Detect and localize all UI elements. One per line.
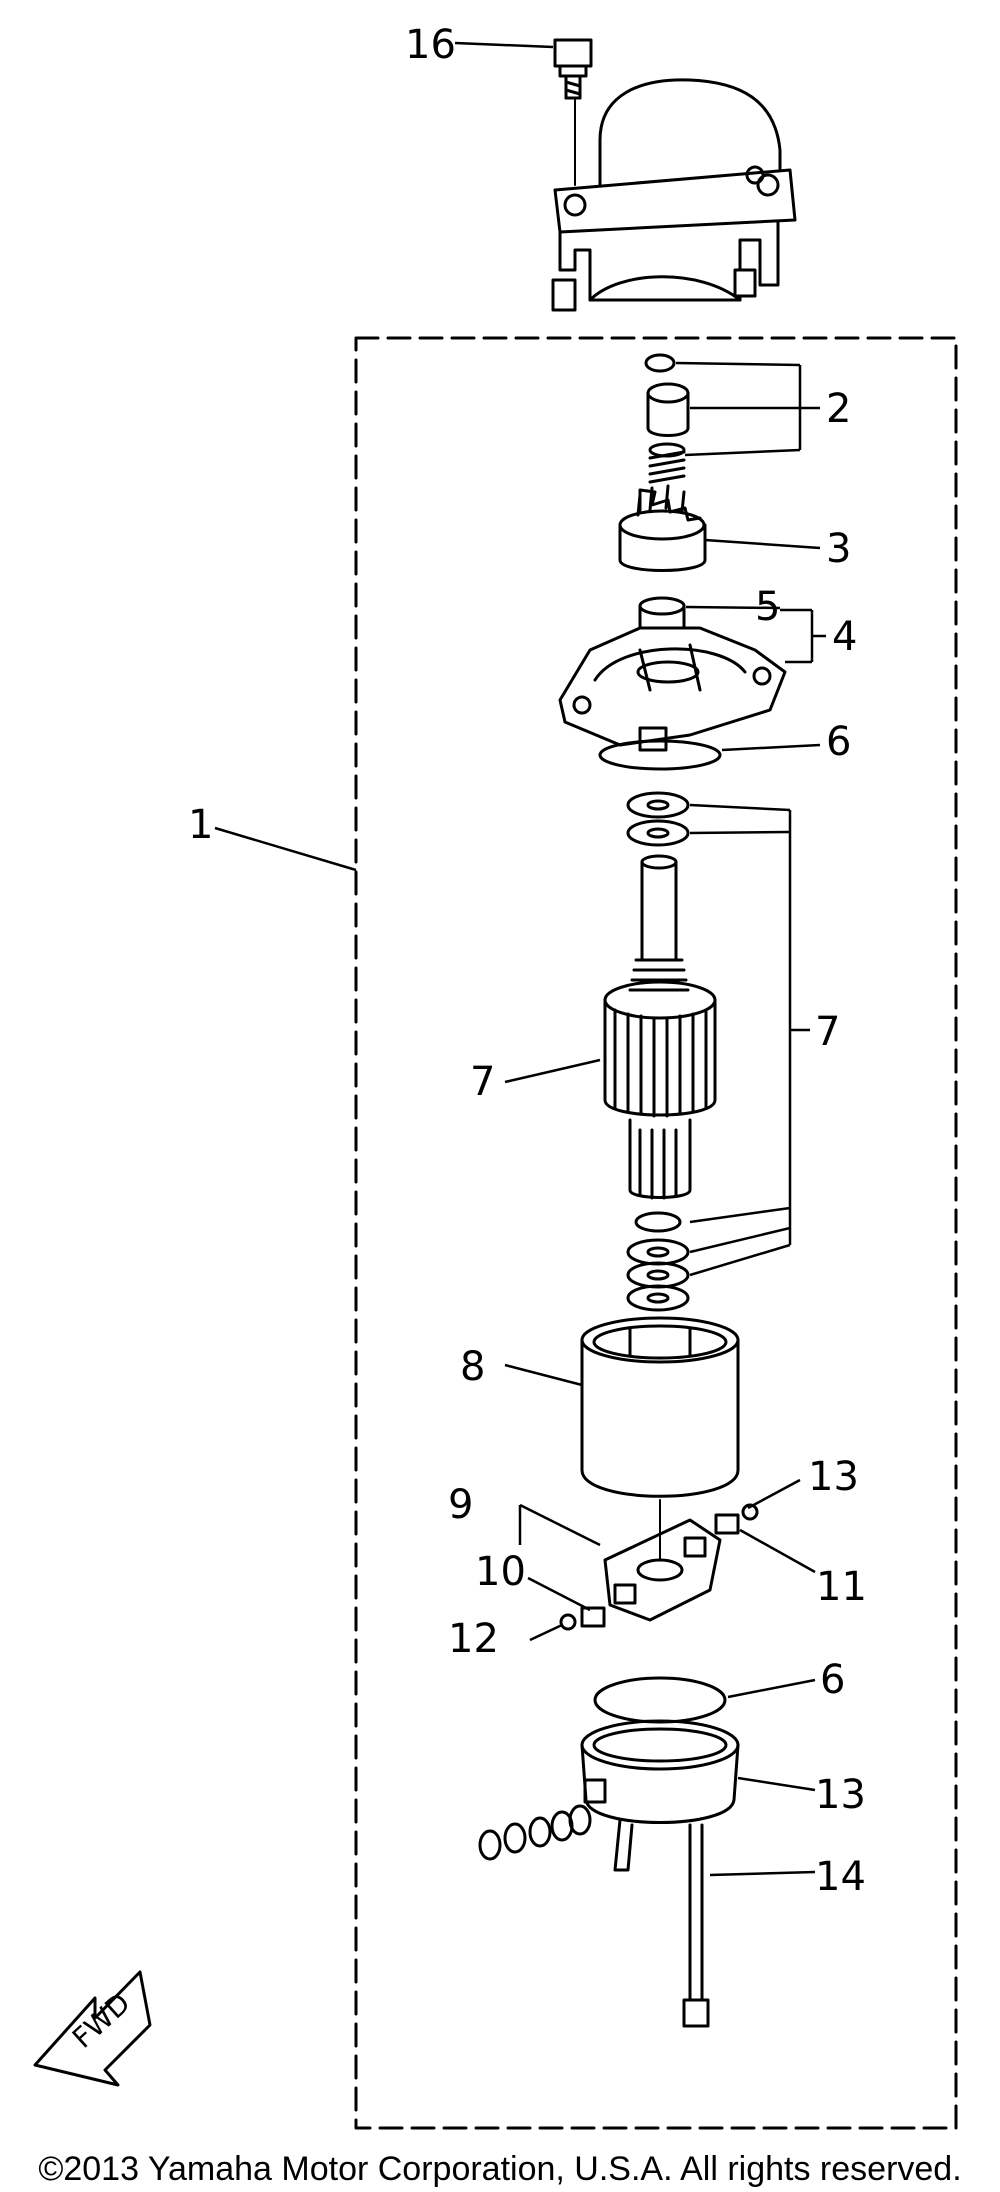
callout-5: 5	[755, 584, 780, 630]
callout-14: 13	[815, 1772, 866, 1818]
armature-part	[603, 854, 717, 1200]
callout-6-upper: 6	[826, 719, 851, 765]
through-bolt-part	[682, 1823, 710, 2028]
pinion-stopper-set	[644, 353, 690, 484]
callout-12: 11	[816, 1564, 867, 1610]
solenoid-housing	[551, 78, 797, 312]
fwd-arrow-icon	[33, 1970, 152, 2087]
copyright-notice: ©2013 Yamaha Motor Corporation, U.S.A. A…	[38, 2150, 962, 2188]
callout-11: 10	[475, 1549, 526, 1595]
callout-3: 3	[826, 526, 851, 572]
pinion-gear-part	[618, 484, 707, 572]
callout-7: 7	[815, 1009, 840, 1055]
callout-1: 1	[188, 802, 213, 848]
callout-9: 8	[460, 1344, 485, 1390]
callout-13-left: 12	[448, 1616, 499, 1662]
callout-2: 2	[826, 386, 851, 432]
washer-set-lower	[626, 1211, 690, 1312]
washer-set-upper	[626, 791, 690, 847]
callout-16: 16	[405, 22, 456, 68]
callout-13-right: 13	[808, 1454, 859, 1500]
front-bracket-part	[558, 626, 787, 752]
o-ring-lower	[593, 1676, 727, 1724]
yoke-part	[580, 1316, 740, 1561]
callout-10: 9	[448, 1482, 473, 1528]
assembly-boundary	[354, 336, 958, 2130]
callout-15: 14	[815, 1854, 866, 1900]
brush-holder-part	[559, 1503, 759, 1631]
o-ring-upper	[598, 739, 722, 771]
bolt-part	[553, 38, 593, 100]
callout-6-lower: 6	[820, 1657, 845, 1703]
callout-8: 7	[470, 1059, 495, 1105]
callout-4: 4	[832, 614, 857, 660]
rear-bracket-part	[478, 1719, 740, 1872]
